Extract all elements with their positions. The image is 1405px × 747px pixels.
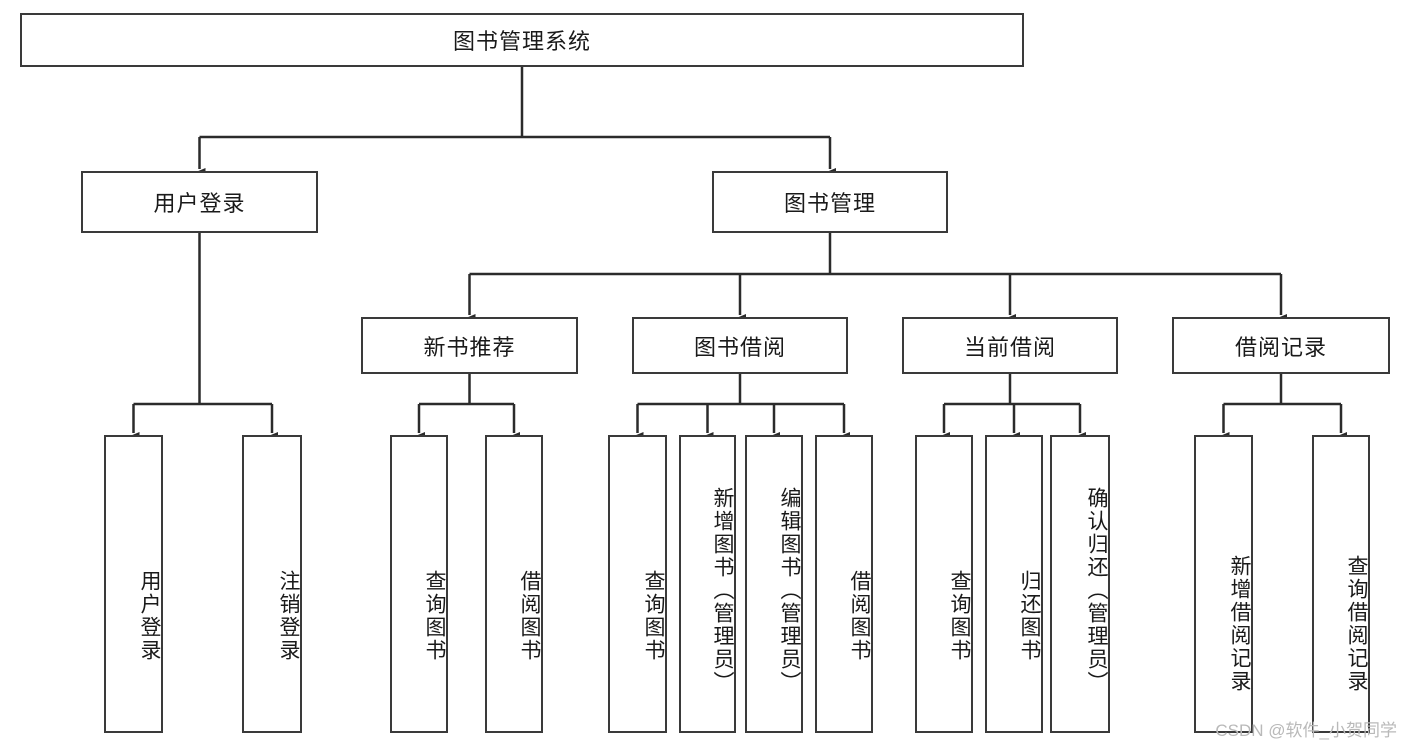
node-leaf5[interactable]: 查询图书 (608, 435, 667, 733)
node-label: 查询图书 (642, 570, 665, 662)
node-records[interactable]: 借阅记录 (1172, 317, 1390, 374)
node-label: 图书借阅 (693, 334, 786, 360)
node-leaf9[interactable]: 查询图书 (915, 435, 973, 733)
node-label: 借阅图书 (848, 570, 871, 662)
node-label: 新增借阅记录 (1228, 554, 1251, 693)
node-leaf8[interactable]: 借阅图书 (815, 435, 873, 733)
node-label: 查询借阅记录 (1345, 554, 1368, 693)
node-root[interactable]: 图书管理系统 (20, 13, 1024, 67)
node-label: 归还图书 (1018, 570, 1041, 662)
node-borrow[interactable]: 图书借阅 (632, 317, 848, 374)
node-label: 用户登录 (138, 570, 161, 662)
node-label: 新增图书（管理员） (711, 486, 734, 694)
node-label: 用户登录 (153, 191, 246, 216)
node-current[interactable]: 当前借阅 (902, 317, 1118, 374)
node-label: 编辑图书（管理员） (778, 486, 801, 694)
node-leaf12[interactable]: 新增借阅记录 (1194, 435, 1253, 733)
node-label: 借阅图书 (518, 570, 541, 662)
node-leaf6[interactable]: 新增图书（管理员） (679, 435, 736, 733)
watermark-text: CSDN @软件_小贺同学 (1215, 721, 1397, 740)
node-newbook[interactable]: 新书推荐 (361, 317, 578, 374)
node-leaf10[interactable]: 归还图书 (985, 435, 1043, 733)
node-label: 图书管理系统 (452, 29, 591, 54)
node-leaf1[interactable]: 用户登录 (104, 435, 163, 733)
node-leaf7[interactable]: 编辑图书（管理员） (745, 435, 803, 733)
node-label: 确认归还（管理员） (1085, 486, 1108, 694)
node-label: 查询图书 (948, 570, 971, 662)
node-label: 当前借阅 (963, 334, 1056, 360)
node-leaf3[interactable]: 查询图书 (390, 435, 448, 733)
node-label: 新书推荐 (423, 334, 516, 360)
node-label: 查询图书 (423, 570, 446, 662)
node-leaf11[interactable]: 确认归还（管理员） (1050, 435, 1110, 733)
node-leaf13[interactable]: 查询借阅记录 (1312, 435, 1370, 733)
node-label: 借阅记录 (1234, 334, 1327, 360)
node-label: 图书管理 (783, 191, 876, 216)
node-leaf4[interactable]: 借阅图书 (485, 435, 543, 733)
node-leaf2[interactable]: 注销登录 (242, 435, 302, 733)
node-label: 注销登录 (277, 570, 300, 662)
node-login[interactable]: 用户登录 (81, 171, 318, 233)
node-bookmgmt[interactable]: 图书管理 (712, 171, 948, 233)
